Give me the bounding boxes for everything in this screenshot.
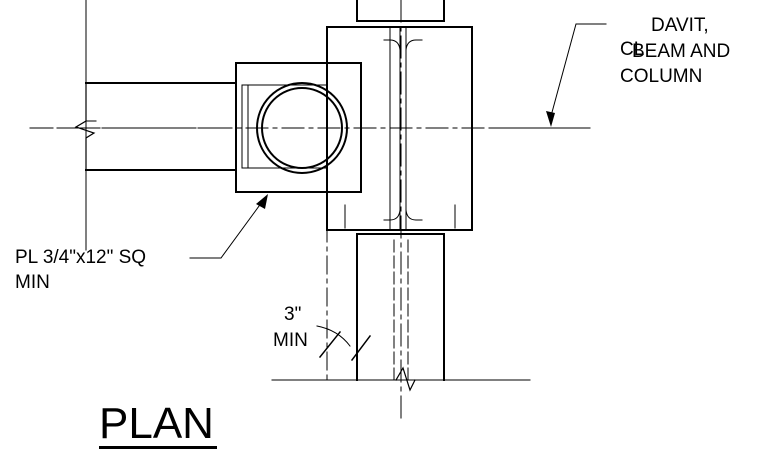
- plate-leader: [189, 201, 263, 259]
- horizontal-beam: [74, 82, 237, 171]
- offset-label-line1: 3": [284, 304, 302, 325]
- plate-label-line1: PL 3/4"x12" SQ: [15, 247, 147, 268]
- davit-arrowhead: [546, 111, 555, 127]
- centerline-symbol: CL: [620, 39, 645, 60]
- davit-label-line1: DAVIT,: [651, 15, 709, 36]
- offset-tick: [318, 330, 342, 359]
- drawing-title: PLAN: [99, 399, 214, 448]
- offset-label-line2: MIN: [273, 330, 308, 351]
- davit-leader: [550, 23, 607, 117]
- davit-label-line2: BEAM AND: [632, 41, 731, 62]
- drawing-title-underline: [99, 446, 217, 449]
- plate-arrowhead: [256, 194, 268, 209]
- davit-label-line3: COLUMN: [620, 66, 703, 87]
- plate-label-line2: MIN: [15, 272, 50, 293]
